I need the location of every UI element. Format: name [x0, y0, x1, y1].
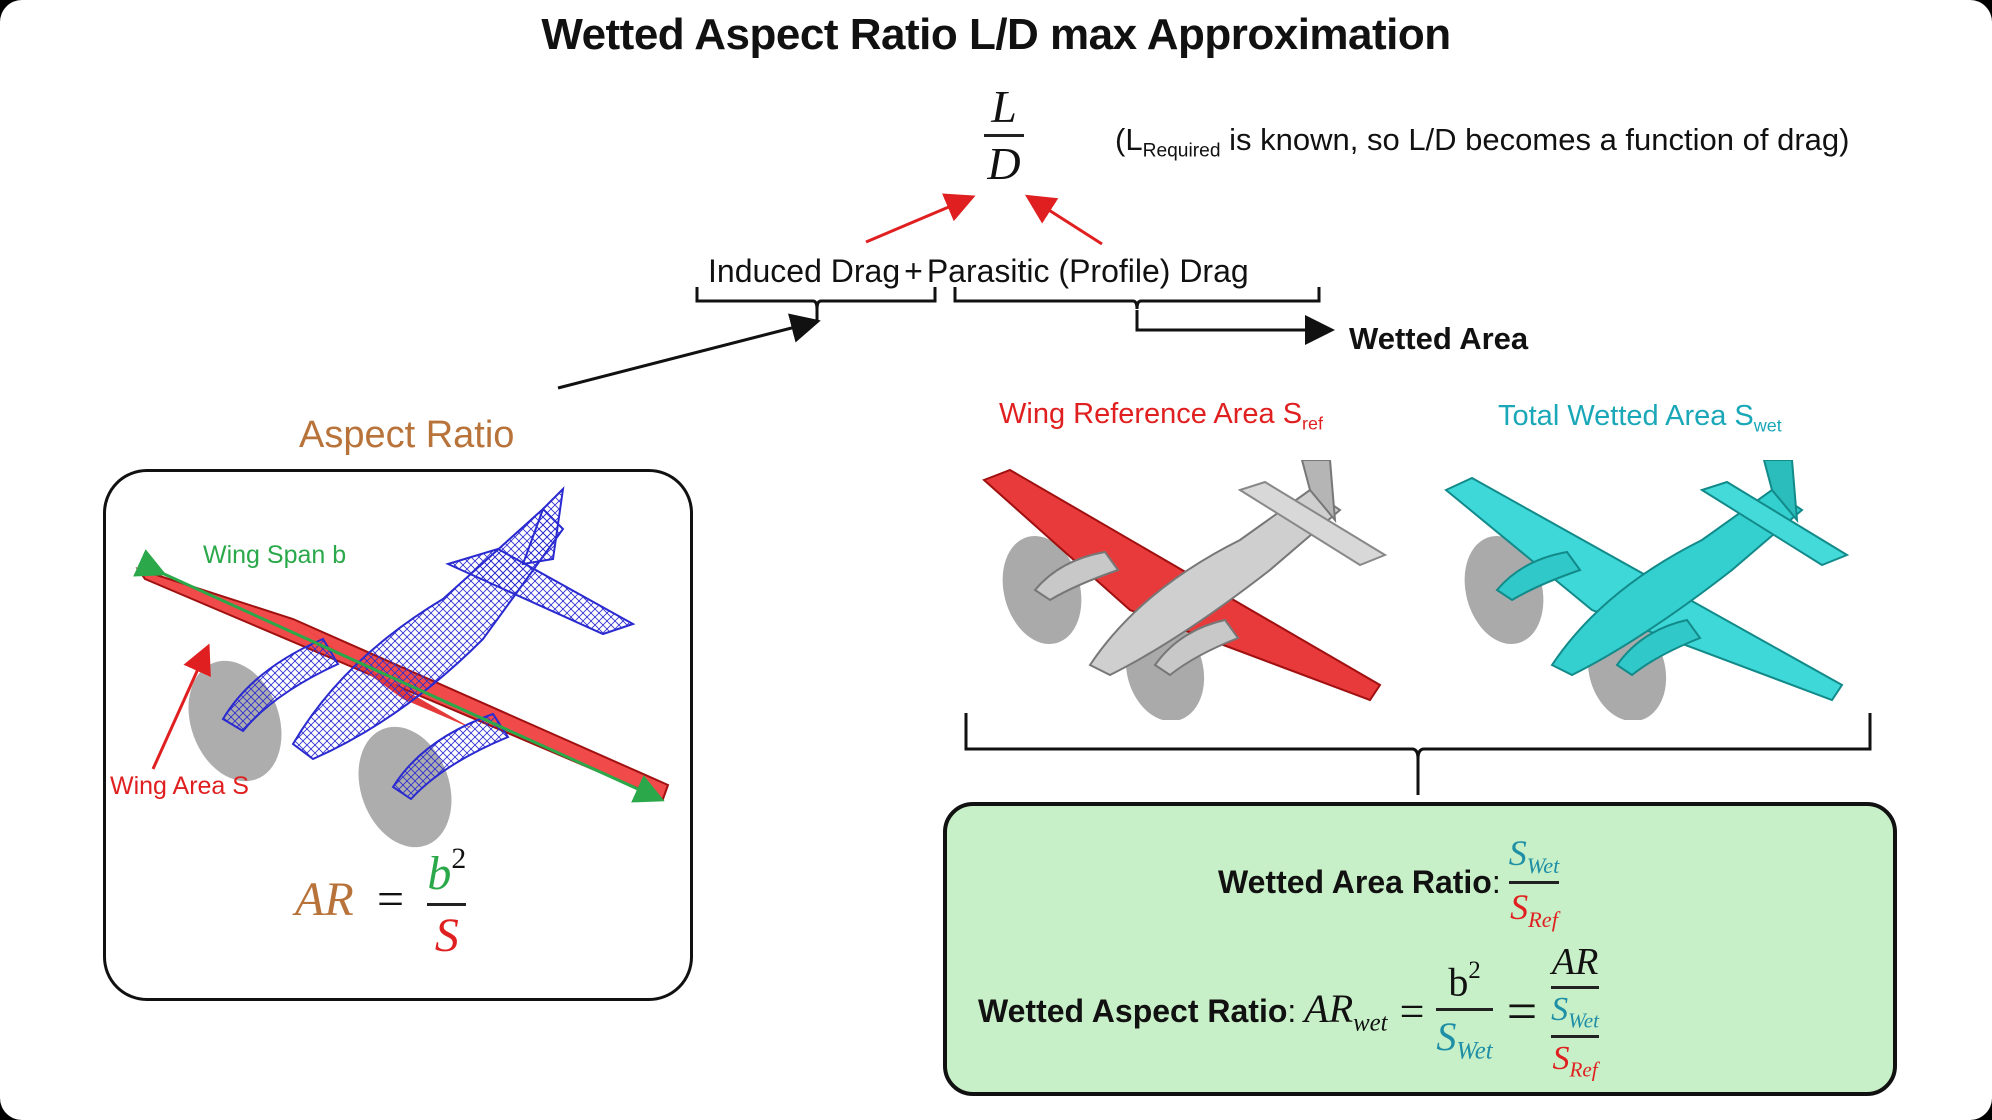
wing-area-label: Wing Area S [110, 772, 249, 800]
wet-ar-exponent: 2 [1468, 957, 1481, 985]
plus-sign: + [904, 253, 923, 289]
wing-span-label: Wing Span b [203, 541, 347, 569]
aspect-ratio-formula: AR = b2 S [295, 842, 467, 963]
wet-ar-colon: : [1287, 992, 1297, 1029]
note-text: is known, so L/D becomes a function of d… [1220, 122, 1850, 157]
slide-title: Wetted Aspect Ratio L/D max Approximatio… [541, 10, 1451, 59]
induced-drag-label: Induced Drag [708, 253, 901, 289]
span-exponent: 2 [451, 842, 467, 875]
equals-sign: = [376, 873, 405, 927]
wetted-area-ratio-fraction: SWet SRef [1508, 832, 1560, 933]
red-arrow-right [1024, 194, 1103, 246]
ar-fraction: b2 S [427, 842, 467, 963]
wetted-area-label: Wetted Area [1349, 321, 1529, 356]
planes-brace [964, 713, 1872, 795]
wet-ar-s-sub: Wet [1456, 1037, 1493, 1065]
ratio-den-s: S [1510, 886, 1529, 927]
aspect-ratio-label: Aspect Ratio [299, 414, 515, 456]
total-wet-text: Total Wetted Area S [1498, 400, 1754, 432]
inner-den-sub: Ref [1569, 1057, 1598, 1082]
note-subscript: Required [1142, 140, 1221, 162]
lift-required-note: (LRequired is known, so L/D becomes a fu… [1115, 122, 1849, 163]
wetted-aspect-ratio-label: Wetted Aspect Ratio [978, 992, 1288, 1029]
lift-over-drag: L D [976, 82, 1032, 189]
wetted-area-ratio-label: Wetted Area Ratio [1218, 863, 1492, 900]
wetted-area-ratio: Wetted Area Ratio: SWet SRef [1218, 832, 1560, 933]
wing-ref-subscript: ref [1302, 413, 1324, 434]
drag-symbol: D [987, 138, 1021, 189]
inner-ratio-fraction: SWet SRef [1551, 991, 1599, 1083]
reference-area-airplane-image [982, 460, 1388, 720]
wet-ar-equals: = [1399, 986, 1425, 1036]
inner-num-s: S [1551, 991, 1569, 1028]
wet-ar-ar: AR [1551, 941, 1599, 983]
total-wetted-area-label: Total Wetted Area Swet [1498, 400, 1782, 436]
lift-symbol: L [991, 81, 1017, 132]
ratio-den-sub: Ref [1528, 906, 1558, 932]
wet-ar-s: S [1436, 1013, 1457, 1059]
inner-den-s: S [1552, 1040, 1570, 1078]
wet-ar-symbol: AR [1304, 986, 1354, 1032]
wing-ref-text: Wing Reference Area S [999, 398, 1303, 430]
area-symbol: S [434, 908, 459, 962]
aspect-ratio-arrow [557, 313, 821, 390]
wireframe-airplane-image [133, 486, 670, 848]
wet-ar-subscript: wet [1353, 1009, 1388, 1037]
wetted-area-arrow [1135, 310, 1335, 345]
parasitic-brace [953, 287, 1321, 310]
fraction-bar [984, 134, 1024, 137]
parasitic-drag-label: Parasitic (Profile) Drag [926, 253, 1249, 289]
span-over-wetted-fraction: b2 SWet [1436, 957, 1493, 1065]
wing-reference-area-label: Wing Reference Area Sref [999, 398, 1323, 434]
drag-sum: Induced Drag+Parasitic (Profile) Drag [708, 253, 1249, 290]
ratio-colon: : [1491, 863, 1501, 900]
wetted-formula-box [943, 802, 1897, 1096]
wetted-aspect-ratio: Wetted Aspect Ratio: ARwet = b2 SWet = A… [978, 940, 1599, 1083]
wet-ar-span: b [1448, 959, 1469, 1005]
ar-symbol: AR [295, 873, 354, 927]
red-arrow-left [865, 193, 976, 244]
wet-ar-equals-2: = [1506, 981, 1538, 1042]
wetted-area-airplane-image [1444, 460, 1850, 720]
span-symbol: b [427, 846, 452, 900]
total-wet-subscript: wet [1753, 415, 1782, 436]
note-open: (L [1115, 122, 1143, 157]
ar-over-ratio-fraction: AR SWet SRef [1551, 940, 1599, 1083]
inner-num-sub: Wet [1568, 1008, 1599, 1033]
induced-brace [695, 287, 937, 310]
ratio-num-s: S [1508, 833, 1527, 873]
ratio-num-sub: Wet [1526, 852, 1560, 878]
